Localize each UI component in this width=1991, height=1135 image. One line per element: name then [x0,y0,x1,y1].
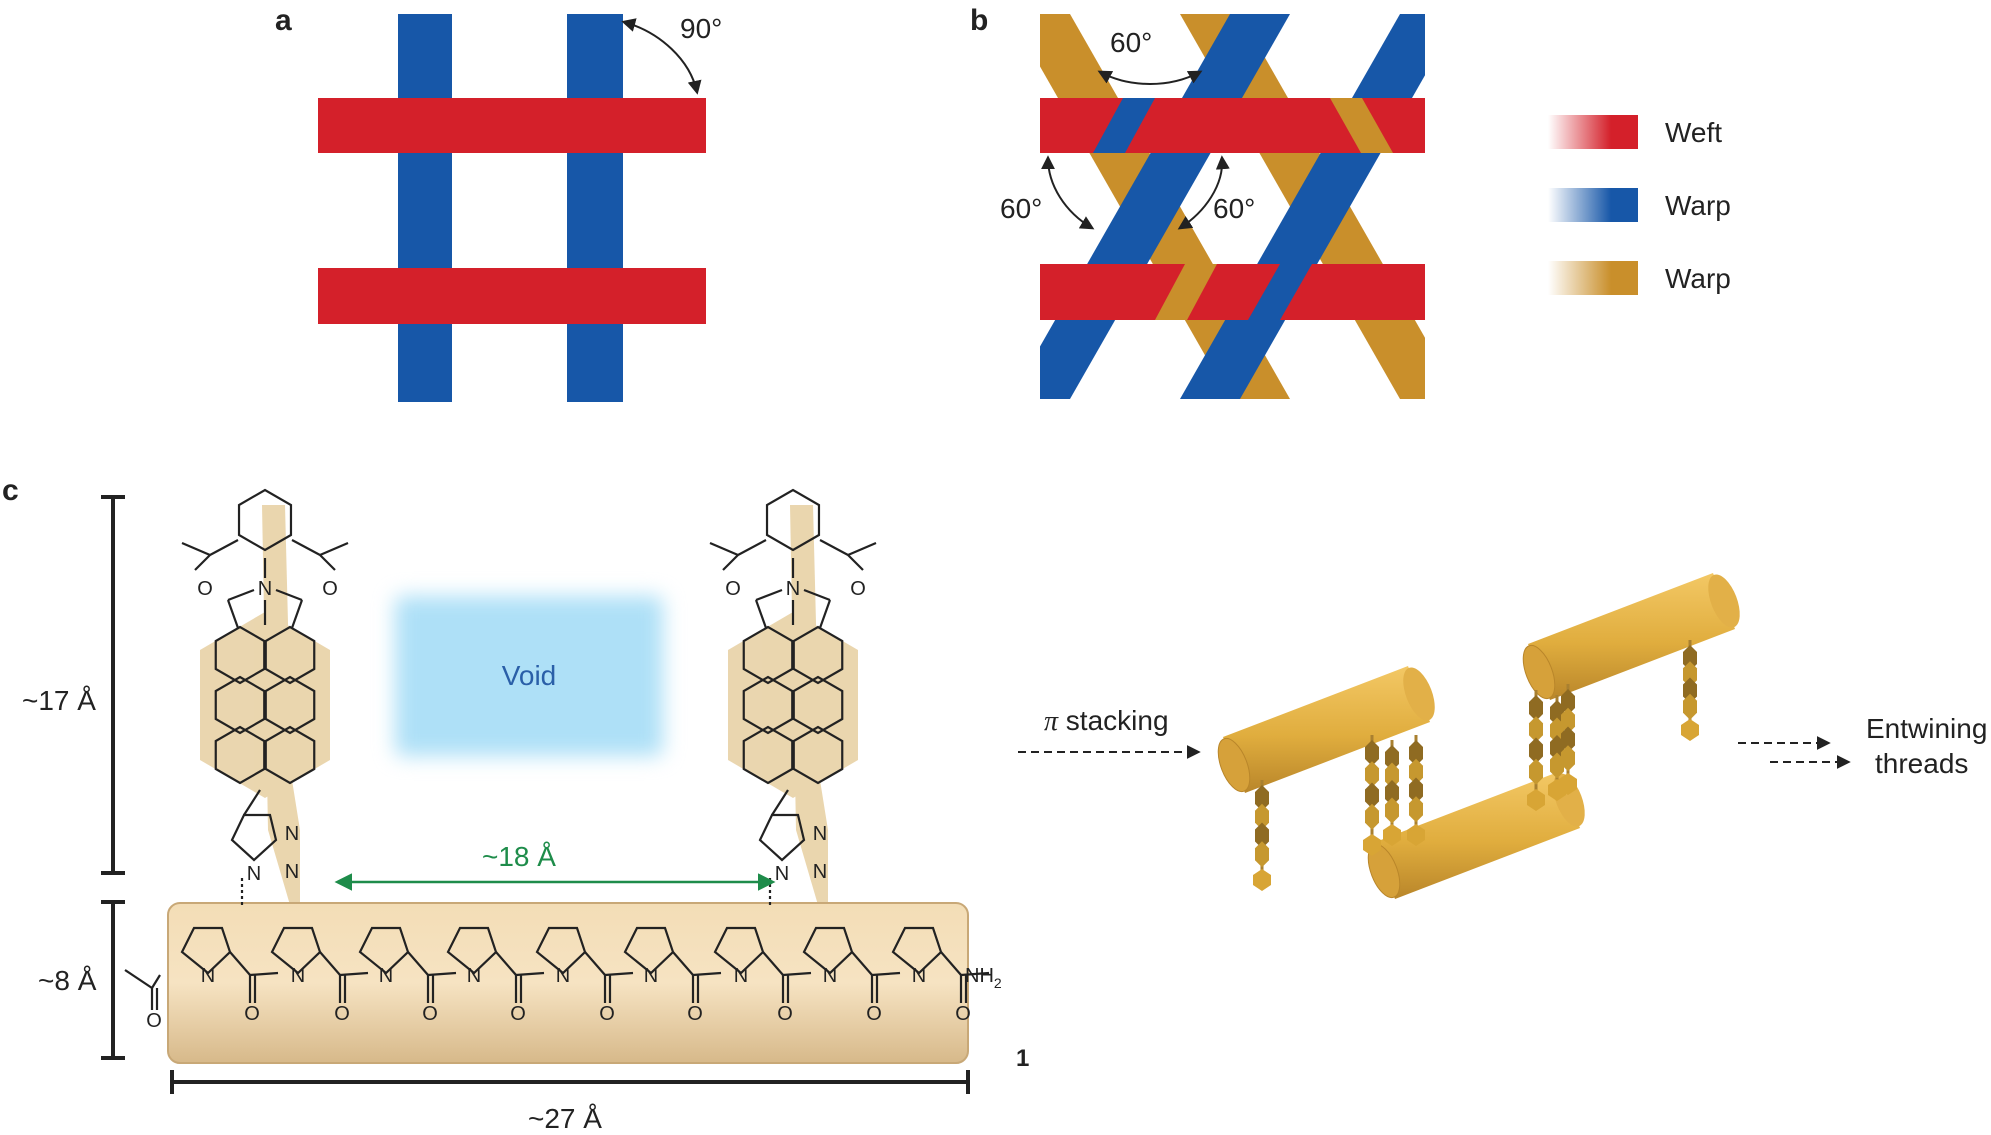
weft-strand-b2 [1040,264,1425,320]
perylene-stack [1253,780,1271,891]
nitrogen-atom: N [734,965,748,987]
legend-label-warp-gold: Warp [1665,263,1731,294]
angle-b-top-label: 60° [1110,27,1152,58]
amide-terminus: NH2 [965,965,1002,991]
oxygen-atom: O [334,1003,350,1025]
weft-strand-a2 [318,268,706,324]
panel-a-label: a [275,4,292,37]
width-label: ~27 Å [528,1103,602,1134]
nitrogen-atom: N [813,823,827,845]
nitrogen-atom: N [775,863,789,885]
perylene-stack [1548,695,1566,801]
weft-strand-a1 [318,98,706,153]
oxygen-atom: O [955,1003,971,1025]
oxygen-atom: O [599,1003,615,1025]
entwining-label-line1: Entwining [1866,713,1987,744]
perylene-stack [1407,735,1425,846]
nitrogen-atom: N [813,861,827,883]
void-region [395,596,663,756]
cylinder-3 [1522,573,1740,700]
oxygen-atom: O [322,578,338,600]
height-top-label: ~17 Å [22,685,96,716]
angle-arc-b-left [1041,155,1095,230]
panel-b-weave [1040,14,1425,399]
nitrogen-atom: N [823,965,837,987]
compound-number: 1 [1016,1045,1029,1072]
panel-b-label: b [970,4,988,37]
nitrogen-atom: N [258,578,272,600]
oxygen-atom: O [422,1003,438,1025]
oxygen-atom: O [866,1003,882,1025]
legend-label-warp-blue: Warp [1665,190,1731,221]
warp-strand-a2 [567,14,623,402]
angle-arc-a [621,18,702,95]
perylene-stack [1383,740,1401,846]
nitrogen-atom: N [556,965,570,987]
panel-a-weave [318,14,706,402]
chemical-structure [124,488,990,1010]
oxygen-atom: O [244,1003,260,1025]
angle-b-left-label: 60° [1000,193,1042,224]
pi-stacking-text: π stacking [1044,705,1169,737]
angle-arc-b-right [1177,155,1230,230]
angle-arc-b-top [1097,70,1203,85]
perylene-stack [1681,640,1699,741]
peptide-backbone [167,902,969,1064]
oxygen-atom: O [777,1003,793,1025]
entwining-arrows [1738,736,1851,769]
legend-swatch-warp-gold [1548,261,1638,295]
panel-c-label: c [2,474,19,507]
height-bottom-label: ~8 Å [38,965,97,996]
cylinder-1 [1217,666,1435,793]
nitrogen-atom: N [644,965,658,987]
nitrogen-atom: N [786,578,800,600]
legend-swatch-weft [1548,115,1638,149]
nitrogen-atom: N [285,861,299,883]
perylene-stack [1559,684,1577,795]
nitrogen-atom: N [285,823,299,845]
legend-label-weft: Weft [1665,117,1722,148]
legend: Weft Warp Warp [1548,115,1731,295]
angle-a-label: 90° [680,13,722,44]
legend-swatch-warp-blue [1548,188,1638,222]
entwining-label-line2: threads [1875,748,1968,779]
dimension-bars [101,495,970,1094]
nitrogen-atom: N [467,965,481,987]
oxygen-atom: O [850,578,866,600]
nitrogen-atom: N [912,965,926,987]
oxygen-atom: O [725,578,741,600]
nitrogen-atom: N [379,965,393,987]
angle-b-right-label: 60° [1213,193,1255,224]
spacing-label: ~18 Å [482,841,556,872]
oxygen-atom: O [197,578,213,600]
void-label: Void [501,660,557,691]
perylene-stacks [1253,640,1699,891]
oxygen-atom: O [510,1003,526,1025]
oxygen-atom: O [146,1010,162,1032]
nitrogen-atom: N [201,965,215,987]
nitrogen-atom: N [247,863,261,885]
nitrogen-atom: N [291,965,305,987]
perylene-stack [1527,690,1545,811]
pi-stacking-label: π stacking [1044,705,1169,737]
warp-strand-a1 [398,14,452,402]
perylene-stack [1363,735,1381,856]
oxygen-atom: O [687,1003,703,1025]
